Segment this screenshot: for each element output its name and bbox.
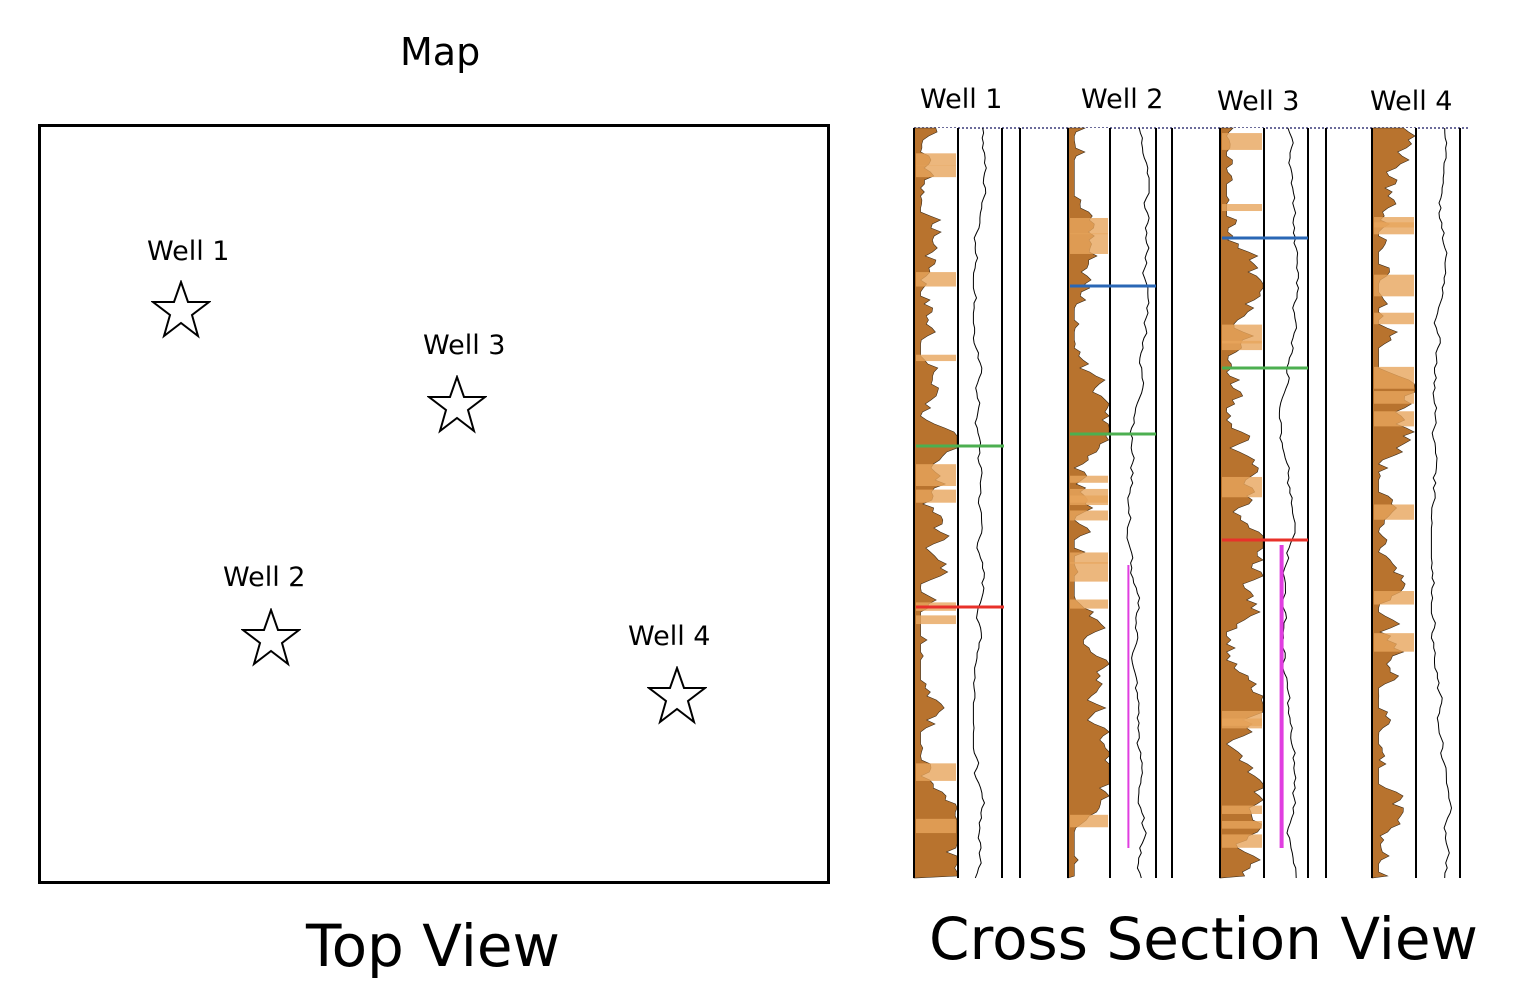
map-frame — [38, 124, 830, 884]
map-well-4-label: Well 4 — [628, 621, 711, 652]
star-icon[interactable] — [647, 666, 707, 726]
xs-log-fill-1 — [913, 127, 958, 879]
xs-sand-band — [1374, 222, 1414, 235]
map-title: Map — [400, 30, 481, 74]
xs-sand-band — [1070, 488, 1108, 506]
xs-log-fill-3 — [1219, 127, 1264, 879]
xs-sand-band — [1374, 591, 1414, 605]
xs-well-4-label: Well 4 — [1370, 86, 1453, 117]
xs-sand-band — [916, 818, 956, 834]
xs-sand-band — [1222, 204, 1262, 212]
xs-sand-band — [1222, 710, 1262, 726]
xs-sand-band — [1374, 217, 1414, 228]
xs-sand-band — [1374, 391, 1414, 404]
xs-sand-band — [1222, 133, 1262, 150]
xs-sand-band — [1222, 834, 1262, 848]
xs-sand-band — [916, 489, 956, 503]
xs-curve-3 — [1278, 127, 1300, 879]
xs-sand-band — [1374, 274, 1414, 297]
xs-sand-band — [1070, 552, 1108, 564]
xs-sand-band — [1222, 340, 1262, 351]
xs-sand-band — [1070, 217, 1108, 235]
xs-curve-2 — [1126, 127, 1150, 879]
xs-sand-band — [1222, 324, 1262, 344]
star-icon[interactable] — [427, 375, 487, 435]
star-icon[interactable] — [151, 280, 211, 340]
xs-sand-band — [1374, 633, 1414, 652]
xs-well-1-label: Well 1 — [920, 84, 1003, 115]
xs-well-2-label: Well 2 — [1081, 84, 1164, 115]
xs-sand-band — [916, 464, 956, 487]
xs-sand-band — [916, 153, 956, 166]
xs-sand-band — [1222, 805, 1262, 814]
xs-sand-band — [916, 354, 956, 362]
xs-sand-band — [1222, 476, 1262, 498]
top-view-label: Top View — [306, 912, 560, 980]
xs-sand-band — [1374, 366, 1414, 389]
xs-sand-band — [1222, 820, 1262, 829]
xs-sand-band — [1070, 599, 1108, 609]
star-icon[interactable] — [241, 608, 301, 668]
map-well-1-label: Well 1 — [147, 236, 230, 267]
xs-curve-1 — [972, 127, 987, 879]
xs-sand-band — [916, 615, 956, 625]
xs-sand-band — [1374, 312, 1414, 325]
xs-sand-band — [916, 272, 956, 287]
map-well-3-label: Well 3 — [423, 330, 506, 361]
xs-sand-band — [1070, 562, 1108, 582]
map-well-2-label: Well 2 — [223, 562, 306, 593]
xs-sand-band — [1070, 233, 1108, 254]
xs-sand-band — [1070, 475, 1108, 483]
xs-sand-band — [916, 165, 956, 178]
xs-sand-band — [1070, 814, 1108, 828]
xs-sand-band — [1070, 510, 1108, 521]
xs-log-fill-4 — [1371, 127, 1416, 879]
xs-well-3-label: Well 3 — [1217, 86, 1300, 117]
xs-sand-band — [1374, 504, 1414, 520]
xs-sand-band — [1374, 411, 1414, 427]
xs-sand-band — [916, 763, 956, 781]
xs-curve-4 — [1430, 127, 1453, 879]
cross-section-view-label: Cross Section View — [929, 905, 1478, 973]
